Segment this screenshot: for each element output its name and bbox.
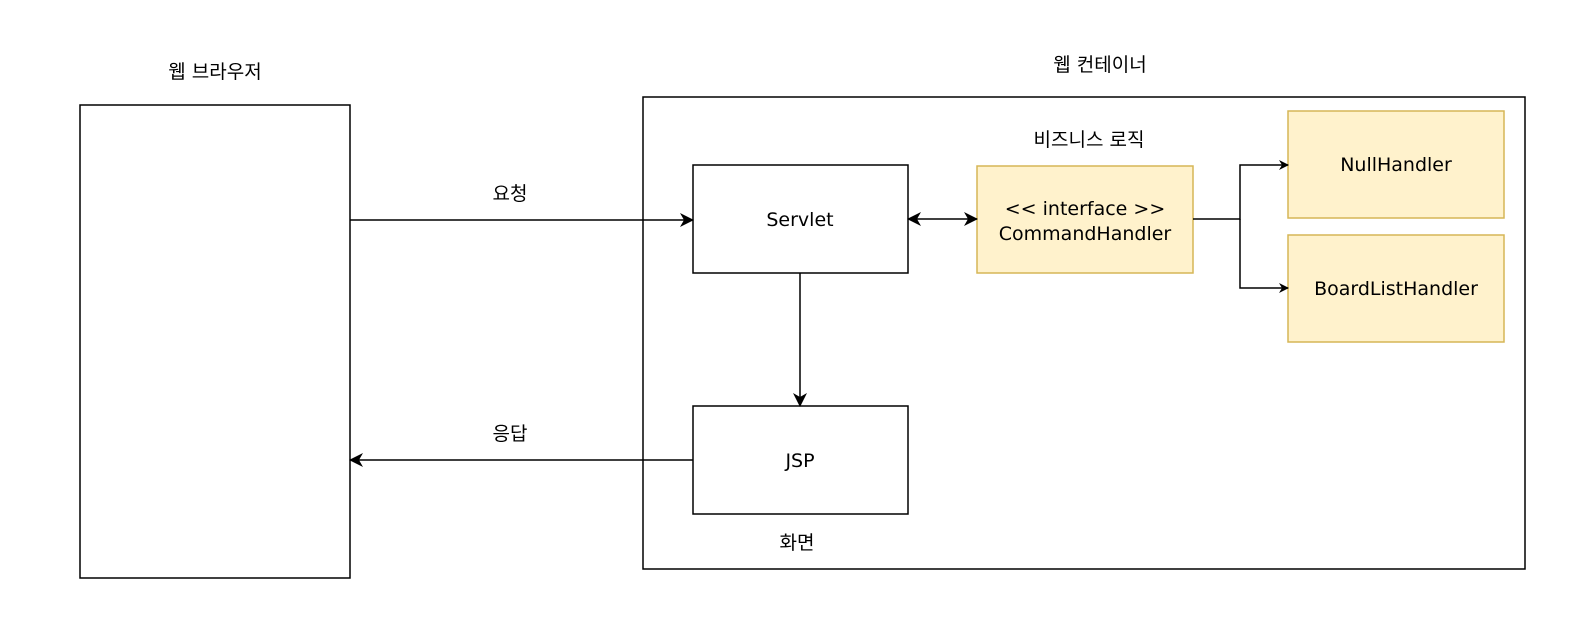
browser-box [79, 104, 351, 579]
command-handler-label: CommandHandler [999, 223, 1172, 245]
request-label: 요청 [493, 183, 528, 205]
jsp-label: JSP [784, 450, 814, 472]
command-handler-stereotype: << interface >> [1005, 198, 1166, 220]
container-title: 웹 컨테이너 [1053, 54, 1146, 76]
null-handler-label: NullHandler [1340, 154, 1452, 176]
servlet-box [692, 164, 909, 274]
servlet-label: Servlet [766, 209, 833, 231]
board-list-handler-label: BoardListHandler [1314, 278, 1478, 300]
response-label: 응답 [493, 423, 528, 445]
null-handler-box [1287, 110, 1505, 219]
business-logic-label: 비즈니스 로직 [1034, 129, 1145, 151]
browser-title: 웹 브라우저 [168, 61, 261, 83]
command-to-board-list-handler-arrow [1239, 219, 1289, 293]
screen-label: 화면 [780, 532, 815, 554]
board-list-handler-box [1287, 234, 1505, 343]
command-handler-box [976, 165, 1194, 274]
command-to-null-handler-arrow [1193, 160, 1289, 220]
